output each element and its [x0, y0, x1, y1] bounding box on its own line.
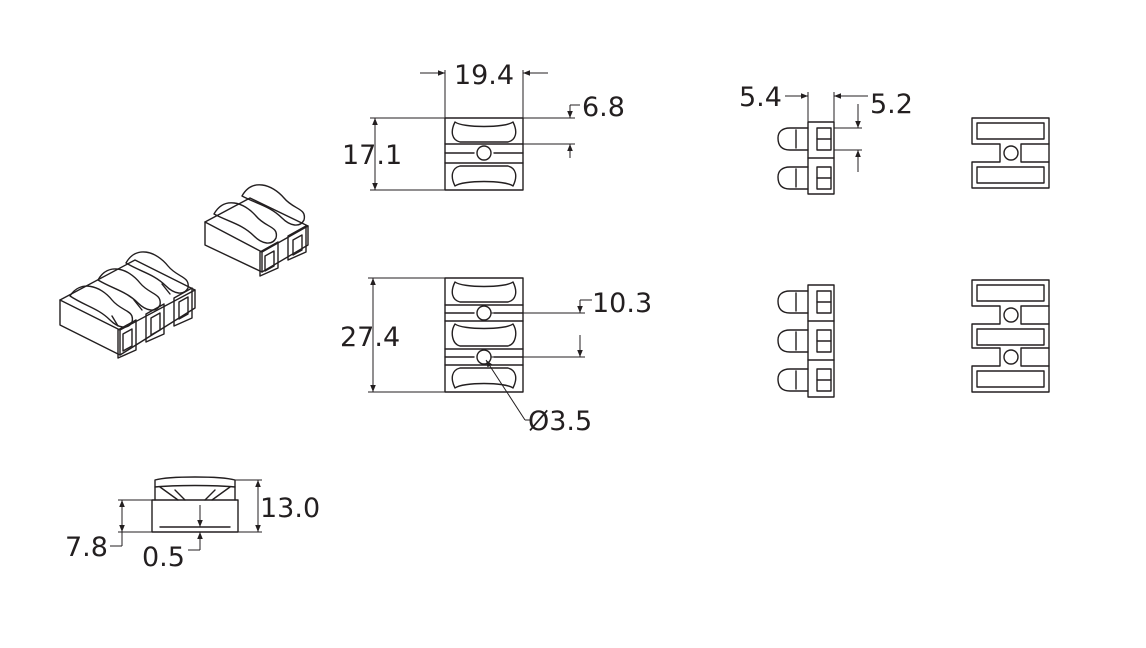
dim-height-3pole-label: 27.4 — [340, 322, 400, 353]
dim-gap: 6.8 — [523, 92, 625, 158]
iso-view-2pole — [204, 184, 309, 277]
dim-pitch: 10.3 — [491, 288, 652, 358]
front-profile — [151, 476, 239, 533]
dim-profile-height-label: 13.0 — [260, 493, 320, 524]
dim-pitch-label: 10.3 — [592, 288, 652, 319]
dim-gap-label: 6.8 — [582, 92, 625, 123]
dim-offset-label: 0.5 — [142, 542, 185, 573]
iso-view-3pole — [59, 251, 196, 359]
bottom-view-3pole — [971, 279, 1050, 393]
dim-height-3pole: 27.4 — [340, 277, 445, 393]
dim-width-top: 19.4 — [420, 60, 548, 118]
dim-height-2pole: 17.1 — [342, 117, 445, 191]
dim-side: 5.4 5.2 — [739, 82, 913, 172]
dim-height-2pole-label: 17.1 — [342, 140, 402, 171]
dim-profile: 13.0 7.8 0.5 — [65, 479, 320, 573]
dim-hole-label: Ø3.5 — [528, 406, 592, 437]
side-view-2pole — [777, 121, 835, 195]
top-view-2pole — [444, 117, 524, 191]
top-view-3pole — [444, 277, 524, 393]
dim-hole: Ø3.5 — [485, 359, 592, 437]
dim-width-top-label: 19.4 — [454, 60, 514, 91]
dim-side-left-label: 5.4 — [739, 82, 782, 113]
side-view-3pole — [777, 284, 835, 398]
dim-side-right-label: 5.2 — [870, 89, 913, 120]
bottom-view-2pole — [971, 117, 1050, 189]
dim-base-height-label: 7.8 — [65, 532, 108, 563]
